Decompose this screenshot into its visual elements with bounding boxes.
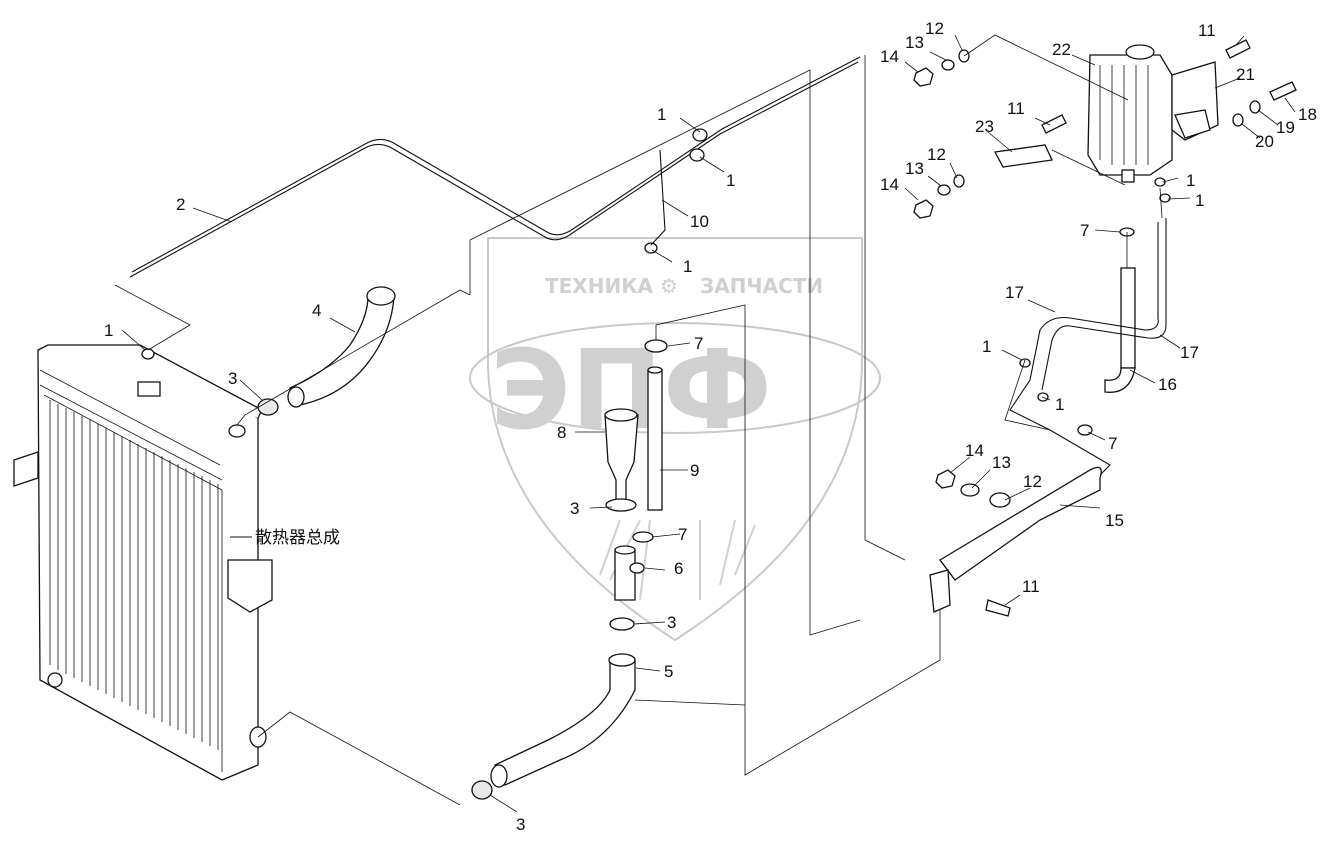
callout-2: 2 <box>176 195 185 214</box>
callout-14: 14 <box>880 47 899 66</box>
hoses-16-17 <box>1009 218 1167 431</box>
callout-13: 13 <box>992 453 1011 472</box>
upper-hose-4 <box>257 286 396 416</box>
callout-7: 7 <box>694 334 703 353</box>
callout-1: 1 <box>683 257 692 276</box>
callout-7: 7 <box>1108 434 1117 453</box>
callout-18: 18 <box>1298 105 1317 124</box>
callout-15: 15 <box>1105 511 1124 530</box>
callout-11: 11 <box>1022 577 1040 596</box>
callout-13: 13 <box>905 33 924 52</box>
callout-19: 19 <box>1276 118 1295 137</box>
center-parts <box>604 339 668 631</box>
callout-1: 1 <box>657 105 666 124</box>
callout-3: 3 <box>228 369 237 388</box>
pipe-15 <box>929 429 1111 613</box>
watermark-logo: ТЕХНИКА ⚙ ЗАПЧАСТИ ЭПФ <box>469 237 881 642</box>
callout-22: 22 <box>1052 40 1071 59</box>
callout-11: 11 <box>1198 21 1216 40</box>
callout-3: 3 <box>667 613 676 632</box>
callout-6: 6 <box>674 559 683 578</box>
callout-3: 3 <box>570 499 579 518</box>
expansion-tank-22 <box>993 44 1219 183</box>
callout-1: 1 <box>1186 171 1195 190</box>
assembly-label: 散热器总成 <box>255 528 340 548</box>
radiator-assembly: 散热器总成 <box>13 344 340 781</box>
callout-4: 4 <box>312 301 321 320</box>
callout-23: 23 <box>975 117 994 136</box>
callout-7: 7 <box>1080 221 1089 240</box>
watermark-gear-icon: ⚙ <box>660 274 678 298</box>
callout-10: 10 <box>690 212 709 231</box>
callout-21: 21 <box>1236 65 1255 84</box>
callout-3: 3 <box>516 815 525 834</box>
leader-lines <box>121 34 1296 813</box>
guide-lines <box>114 34 1163 806</box>
watermark-text-right: ЗАПЧАСТИ <box>700 274 823 298</box>
vent-tube-2 <box>129 56 861 278</box>
watermark-text-left: ТЕХНИКА <box>545 274 654 298</box>
callout-9: 9 <box>690 461 699 480</box>
callout-1: 1 <box>726 171 735 190</box>
callout-1: 1 <box>982 337 991 356</box>
callout-14: 14 <box>880 175 899 194</box>
callout-17: 17 <box>1005 283 1024 302</box>
callout-1: 1 <box>1055 395 1064 414</box>
callout-11: 11 <box>1007 99 1025 118</box>
callout-7: 7 <box>678 525 687 544</box>
callout-5: 5 <box>664 662 673 681</box>
callout-17: 17 <box>1180 343 1199 362</box>
callout-13: 13 <box>905 159 924 178</box>
callout-numbers: 1 1 1 1 1 1 1 1 2 3 3 3 3 4 5 6 7 7 7 7 … <box>104 19 1317 834</box>
callout-12: 12 <box>1023 472 1042 491</box>
callout-1: 1 <box>1195 191 1204 210</box>
callout-14: 14 <box>965 441 984 460</box>
lower-hose-5 <box>471 653 636 800</box>
callout-20: 20 <box>1255 132 1274 151</box>
callout-12: 12 <box>927 145 946 164</box>
callout-12: 12 <box>925 19 944 38</box>
callout-1: 1 <box>104 321 113 340</box>
callout-16: 16 <box>1158 375 1177 394</box>
callout-8: 8 <box>557 423 566 442</box>
